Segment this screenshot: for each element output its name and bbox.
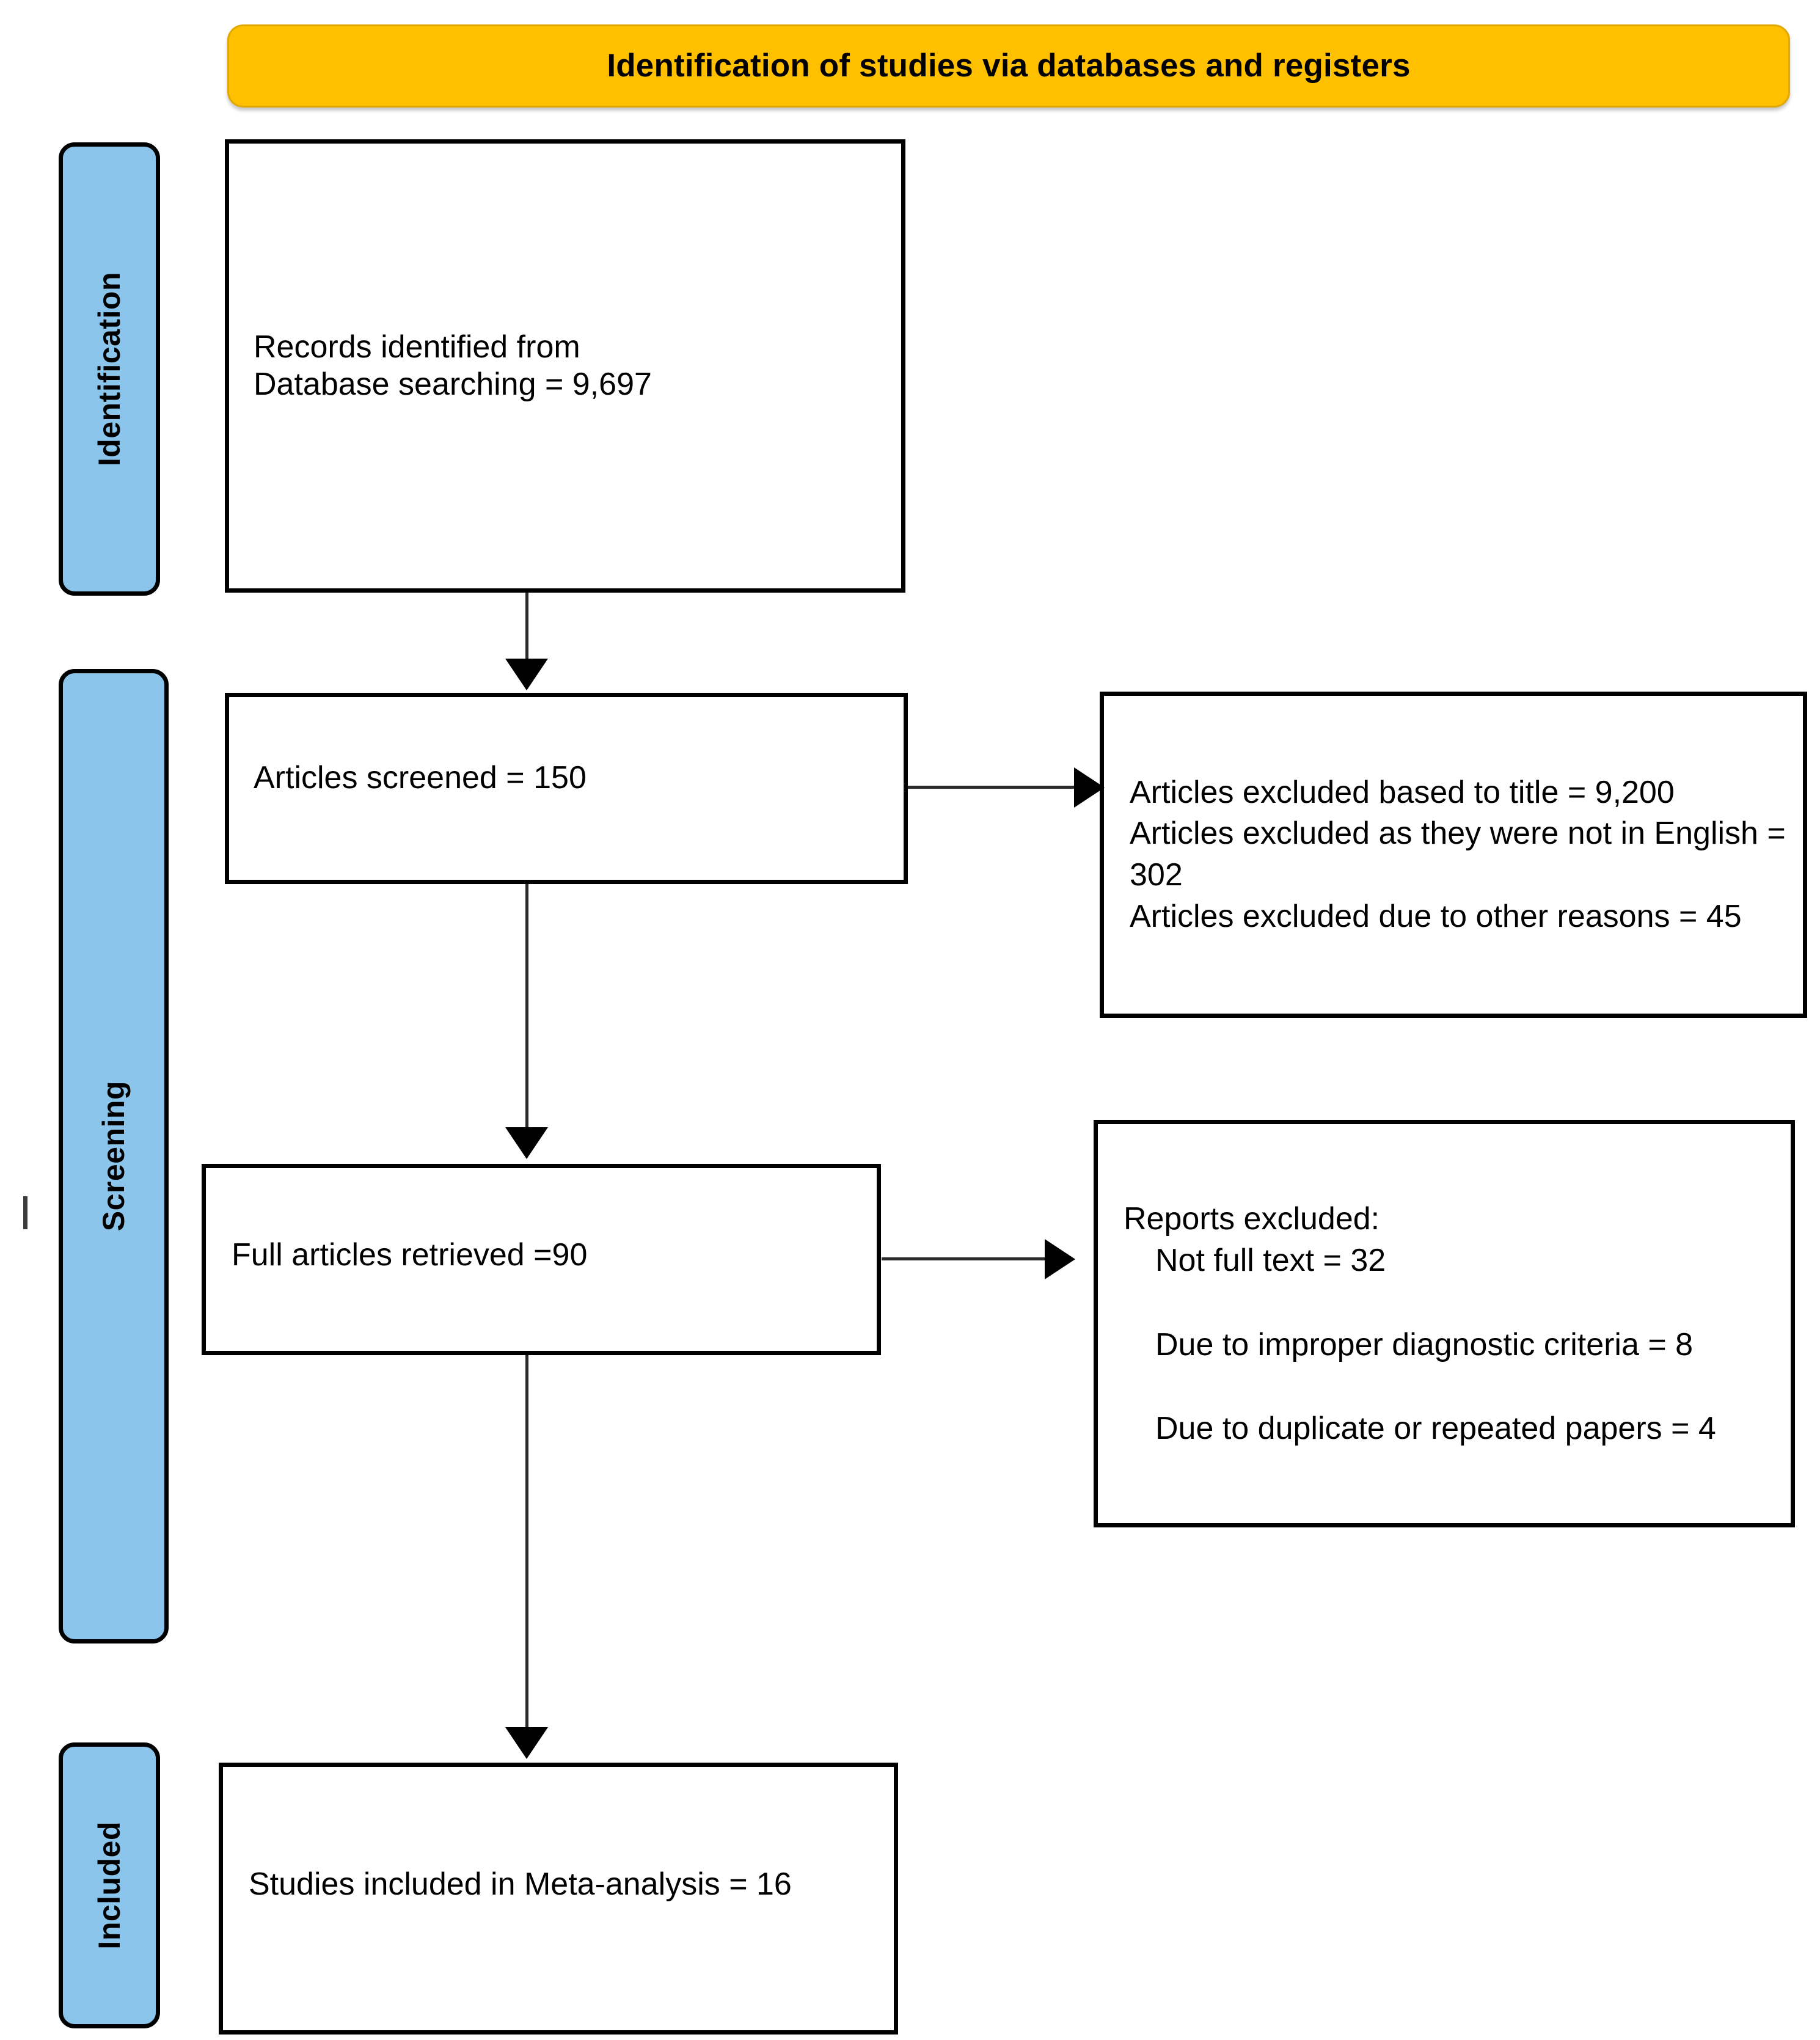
margin-tick-mark [23,1196,27,1229]
arrow-right-icon-fulltext-to-reports-excluded [1045,1239,1075,1279]
node-records-identified-text: Records identified from Database searchi… [254,329,652,402]
node-studies-included-text: Studies included in Meta-analysis = 16 [249,1866,792,1902]
connector-fulltext-to-included [525,1355,528,1729]
node-articles-excluded-text: Articles excluded based to title = 9,200… [1130,774,1786,934]
node-articles-screened-text: Articles screened = 150 [254,759,587,795]
arrow-down-icon-records-to-screened [505,659,548,690]
connector-screened-to-fulltext [525,884,528,1128]
node-reports-excluded-item-0: Not full text = 32 [1155,1243,1386,1279]
node-full-articles-retrieved-text: Full articles retrieved =90 [232,1237,588,1273]
node-reports-excluded-item-1: Due to improper diagnostic criteria = 8 [1155,1326,1694,1362]
node-reports-excluded: Reports excluded: Not full text = 32 Due… [1094,1120,1795,1527]
phase-label-included: Included [59,1742,160,2028]
phase-label-identification-text: Identification [92,271,126,467]
node-full-articles-retrieved: Full articles retrieved =90 [202,1164,881,1355]
arrow-right-icon-screened-to-excluded [1074,767,1105,808]
phase-label-identification: Identification [59,142,160,596]
diagram-header-banner: Identification of studies via databases … [227,24,1790,108]
arrow-down-icon-fulltext-to-included [505,1727,548,1759]
connector-records-to-screened [525,593,528,661]
node-studies-included: Studies included in Meta-analysis = 16 [219,1763,898,2035]
diagram-title: Identification of studies via databases … [607,47,1411,84]
phase-label-included-text: Included [92,1821,126,1950]
phase-label-screening-text: Screening [97,1081,131,1232]
node-articles-screened: Articles screened = 150 [225,693,908,884]
arrow-down-icon-screened-to-fulltext [505,1127,548,1159]
node-reports-excluded-item-2: Due to duplicate or repeated papers = 4 [1155,1410,1716,1446]
node-records-identified: Records identified from Database searchi… [225,139,905,593]
connector-screened-to-excluded [908,786,1079,789]
connector-fulltext-to-reports-excluded [882,1257,1048,1260]
phase-label-screening: Screening [59,669,169,1643]
node-reports-excluded-heading: Reports excluded: [1124,1201,1380,1237]
node-articles-excluded: Articles excluded based to title = 9,200… [1100,692,1807,1018]
